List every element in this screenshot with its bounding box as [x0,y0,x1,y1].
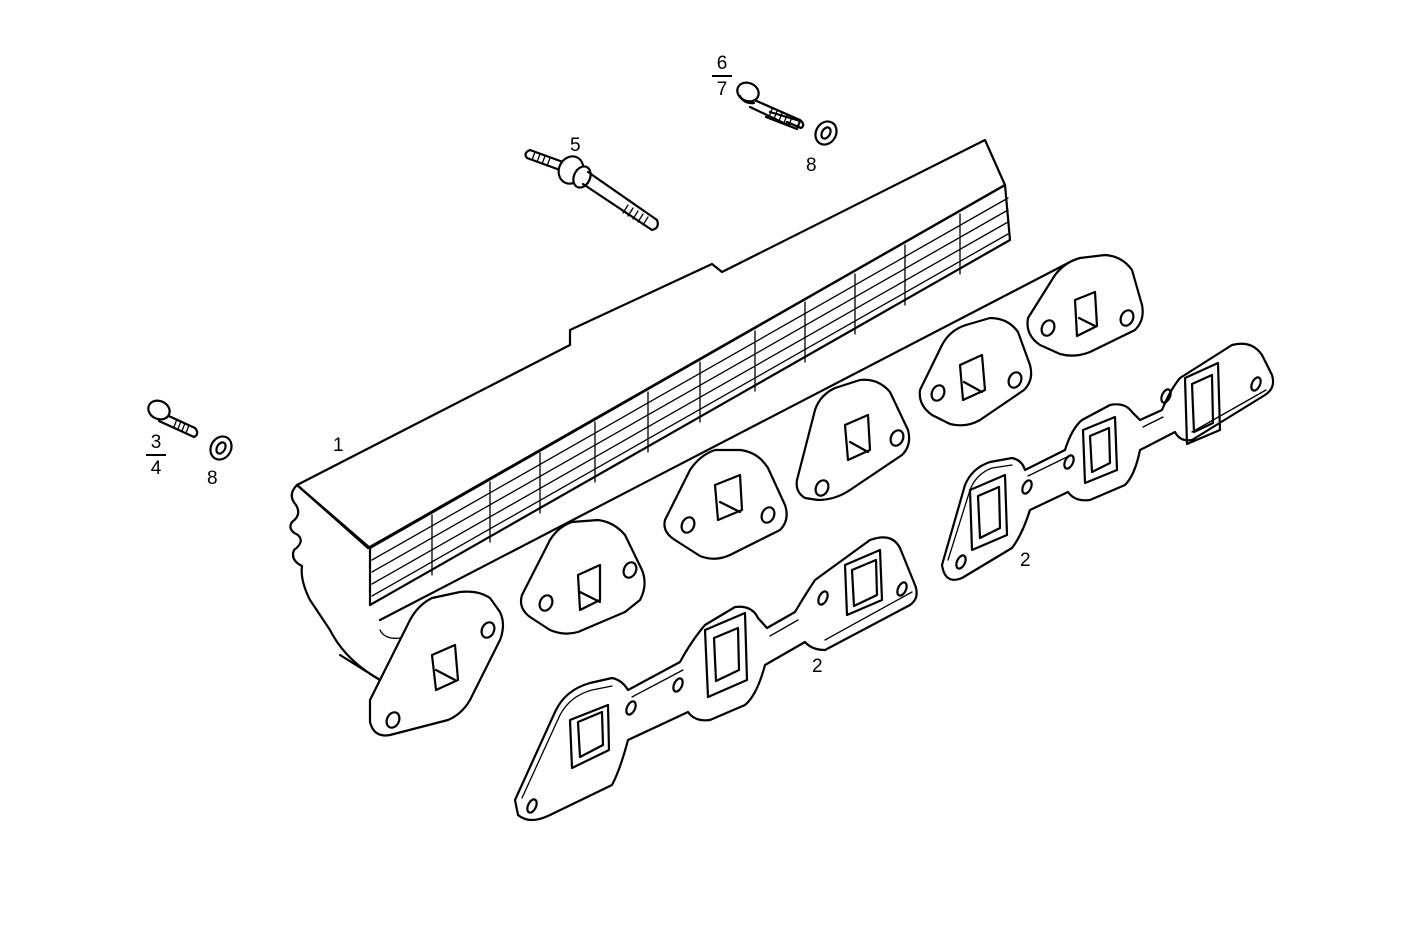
fraction-bar [712,75,732,77]
gasket-2-front [513,536,918,822]
washer-8-top [814,120,838,146]
callout-7: 7 [716,79,728,100]
callout-8-washer-left: 8 [207,468,218,489]
flange-1 [368,590,505,737]
manifold-flanges [368,253,1144,737]
flange-3 [663,448,788,560]
gasket-2-rear [940,342,1275,581]
stud-5 [524,148,659,232]
hex-bolt-6-7 [736,81,805,131]
callout-3: 3 [150,432,162,453]
flange-4 [795,378,911,502]
callout-3-4-bolt: 3 4 [145,433,167,478]
callout-6-7-bolt: 6 7 [711,54,733,99]
hex-bolt-3-4 [147,399,199,439]
flange-2 [519,518,646,635]
fraction-bar [146,454,166,456]
callout-2-gasket-front: 2 [812,656,823,677]
exhaust-manifold-1 [289,138,1077,682]
callout-4: 4 [150,458,162,479]
callout-8-washer-top: 8 [806,155,817,176]
callout-6: 6 [716,53,728,74]
callout-2-gasket-rear: 2 [1020,550,1031,571]
flange-5 [918,316,1033,427]
washer-8-left [209,435,233,461]
flange-6 [1026,253,1144,357]
callout-5-stud: 5 [570,135,581,156]
callout-1-manifold: 1 [333,435,344,456]
